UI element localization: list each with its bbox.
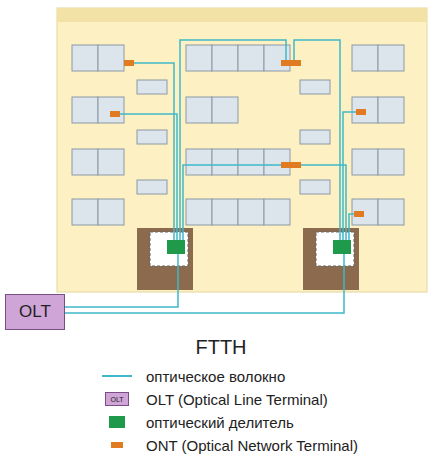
olt-icon: OLT: [105, 392, 129, 406]
legend-sample: [100, 415, 134, 429]
legend-sample: [100, 438, 134, 452]
terminal-box: OLT: [5, 294, 65, 330]
legend-row: ONT (Optical Network Terminal): [100, 435, 358, 455]
legend-text: OLT (Optical Line Terminal): [146, 391, 328, 408]
legend-text: оптическое волокно: [146, 368, 285, 385]
node-text: OLT: [19, 302, 51, 322]
legend-row: OLT OLT (Optical Line Terminal): [100, 389, 328, 409]
diagram-label: FTTH: [195, 336, 246, 359]
legend-text: оптический делитель: [146, 414, 294, 431]
legend-swatch: [111, 442, 123, 448]
legend-sample: [100, 369, 134, 383]
legend-row: оптический делитель: [100, 412, 294, 432]
icon-label: OLT: [110, 396, 123, 403]
legend-swatch: [109, 416, 125, 428]
legend-row: оптическое волокно: [100, 366, 285, 386]
legend-sample: OLT: [100, 392, 134, 406]
legend-text: ONT (Optical Network Terminal): [146, 437, 358, 454]
